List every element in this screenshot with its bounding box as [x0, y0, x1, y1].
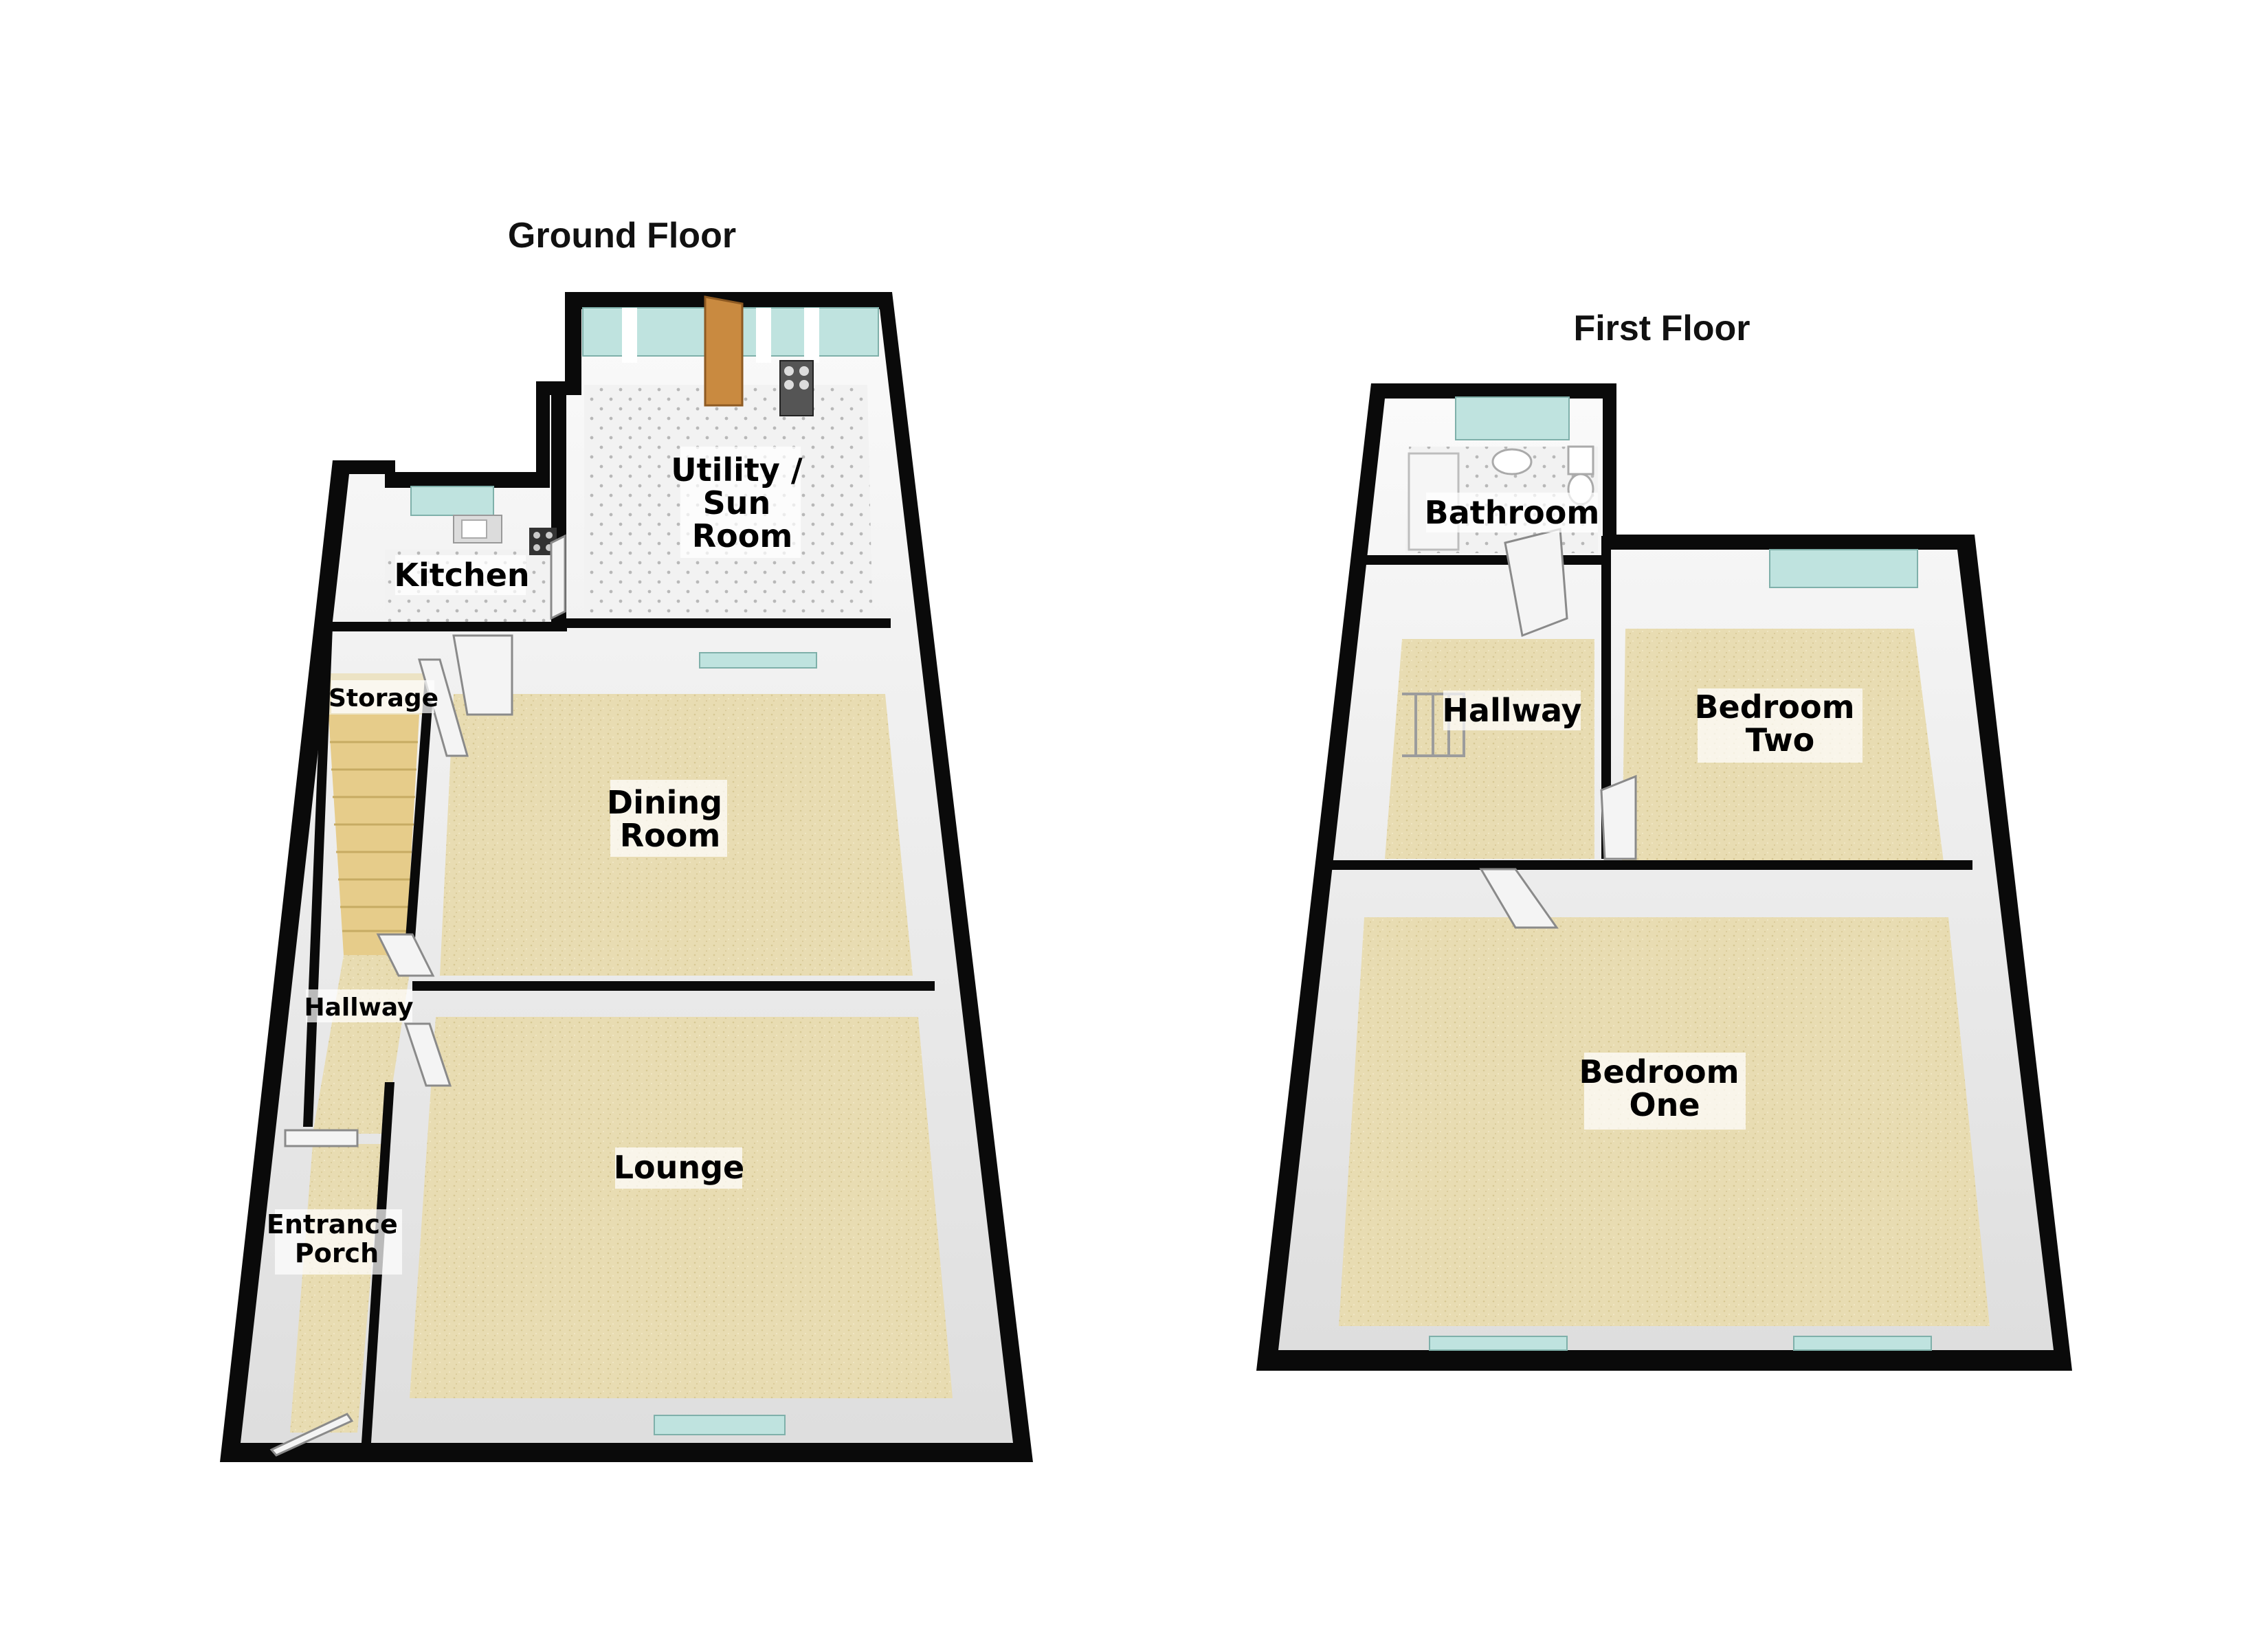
front-door — [269, 1413, 354, 1457]
room-label-dining: Dining Room — [607, 780, 733, 857]
svg-text:Lounge: Lounge — [614, 1149, 745, 1186]
utility-window-pillars — [622, 308, 819, 363]
staircase — [329, 715, 419, 955]
dining-door-lower — [376, 933, 435, 977]
room-label-utility: Utility / Sun Room — [671, 447, 813, 558]
first-doors — [1479, 528, 1637, 929]
room-label-bedroom-two: Bedroom Two — [1694, 688, 1865, 763]
svg-text:Entrance Porch: Entrance Porch — [267, 1209, 407, 1268]
first-floor: First Floor — [1256, 309, 2072, 1371]
kitchen-door — [550, 534, 566, 620]
ground-doors — [269, 534, 566, 1457]
ground-floor-title: Ground Floor — [508, 216, 736, 256]
dining-window — [699, 652, 817, 669]
bedroom-one-window-left — [1429, 1336, 1568, 1351]
room-label-bedroom-one: Bedroom One — [1579, 1053, 1750, 1130]
ground-floor: Ground Floor — [220, 216, 1033, 1462]
bedroom-one-window-right — [1793, 1336, 1932, 1351]
lounge-floor — [410, 1017, 953, 1398]
room-label-storage: Storage — [329, 680, 438, 713]
kitchen-sink-icon — [453, 515, 502, 543]
lounge-door — [403, 1022, 452, 1087]
svg-text:Hallway: Hallway — [304, 994, 413, 1022]
bedroom-two-window — [1769, 549, 1918, 588]
bedroom-two-door — [1600, 774, 1637, 860]
svg-text:Dining Room: Dining Room — [607, 784, 733, 854]
room-label-lounge: Lounge — [614, 1147, 745, 1189]
svg-text:Storage: Storage — [329, 684, 438, 713]
room-label-kitchen: Kitchen — [394, 555, 530, 595]
cooker-icon — [779, 360, 814, 416]
dining-door-upper — [452, 634, 513, 716]
first-room-labels: Bathroom Hallway Bedroom Two Bedroom One — [1425, 493, 1865, 1130]
room-label-ground-hallway: Hallway — [304, 989, 414, 1022]
ground-room-labels: Utility / Sun Room Kitchen Storage Dinin… — [267, 447, 813, 1275]
svg-text:Bathroom: Bathroom — [1425, 494, 1600, 531]
svg-text:Kitchen: Kitchen — [394, 557, 529, 594]
svg-text:Bedroom One: Bedroom One — [1579, 1053, 1750, 1123]
bedroom-one-door — [1479, 868, 1559, 929]
toilet-icon — [1567, 445, 1594, 506]
svg-text:Bedroom Two: Bedroom Two — [1694, 688, 1865, 759]
first-interior-walls — [1330, 536, 1972, 870]
room-label-porch: Entrance Porch — [267, 1209, 407, 1275]
svg-text:Utility / Sun: Utility / Sun Room — [671, 451, 813, 554]
room-label-first-hallway: Hallway — [1442, 691, 1582, 730]
back-door — [704, 295, 744, 407]
first-floor-title: First Floor — [1573, 309, 1750, 348]
room-label-bathroom: Bathroom — [1425, 493, 1600, 532]
porch-inner-door — [284, 1129, 359, 1147]
first-windows — [1429, 396, 1932, 1351]
bathroom-window — [1455, 396, 1570, 440]
bathroom-door — [1504, 528, 1568, 638]
kitchen-window — [410, 486, 494, 516]
svg-text:Hallway: Hallway — [1442, 692, 1581, 729]
basin-icon — [1491, 448, 1533, 475]
lounge-window — [654, 1415, 786, 1435]
